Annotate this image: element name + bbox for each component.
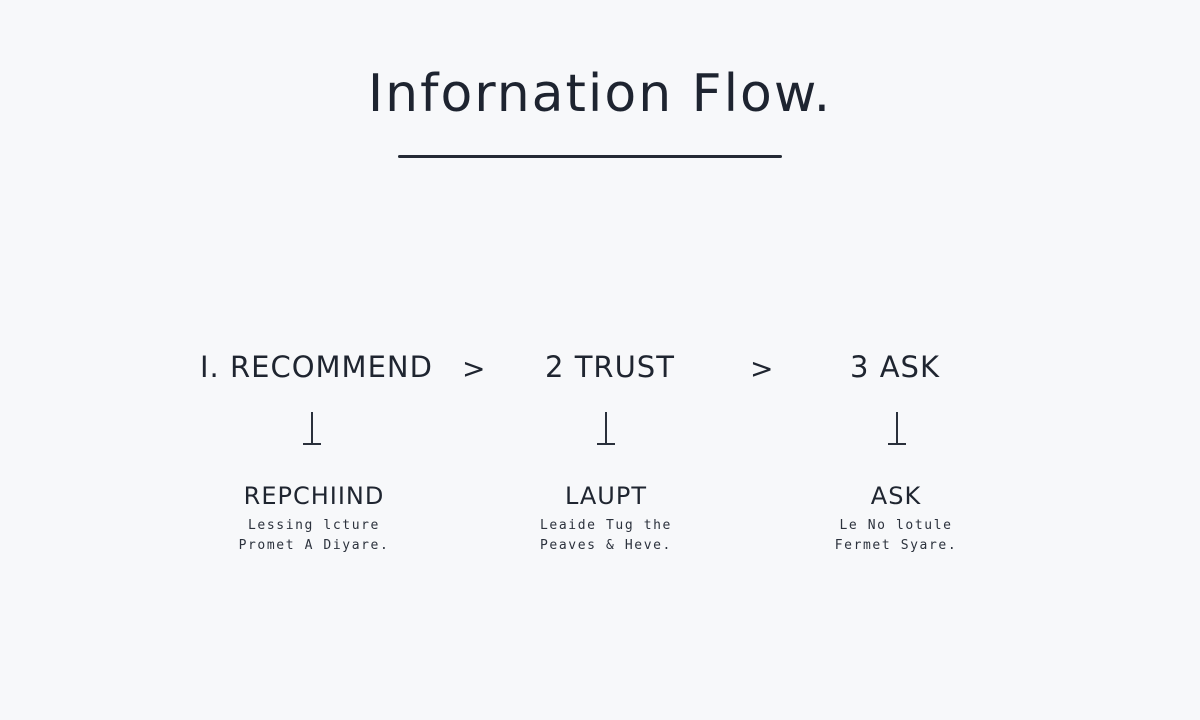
connector-foot [303,443,321,445]
connector-stem [311,412,313,444]
connector-stem [605,412,607,444]
flow-separator-1: > [462,352,486,385]
connector-stem [896,412,898,444]
down-connector-icon [887,412,907,446]
card-line: Leaide Tug the [540,518,672,533]
card-line: Fermet Syare. [834,538,958,553]
down-connector-icon [596,412,616,446]
step-heading-ask: 3 ASK [850,350,940,384]
card-title-3: ASK [870,482,922,510]
flow-separator-2: > [750,352,774,385]
connector-foot [597,443,615,445]
card-title-1: REPCHIIND [243,482,385,510]
down-connector-icon [302,412,322,446]
card-line: Le No lotule [839,518,953,533]
card-line: Peaves & Heve. [540,538,672,553]
card-line: Promet A Diyare. [238,538,390,553]
step-heading-trust: 2 TRUST [545,350,675,384]
diagram-title: Infornation Flow. [367,64,833,124]
connector-foot [888,443,906,445]
card-line: Lessing lcture [248,518,380,533]
title-underline [398,155,782,158]
step-heading-recommend: I. RECOMMEND [200,350,433,384]
card-title-2: LAUPT [564,482,648,510]
